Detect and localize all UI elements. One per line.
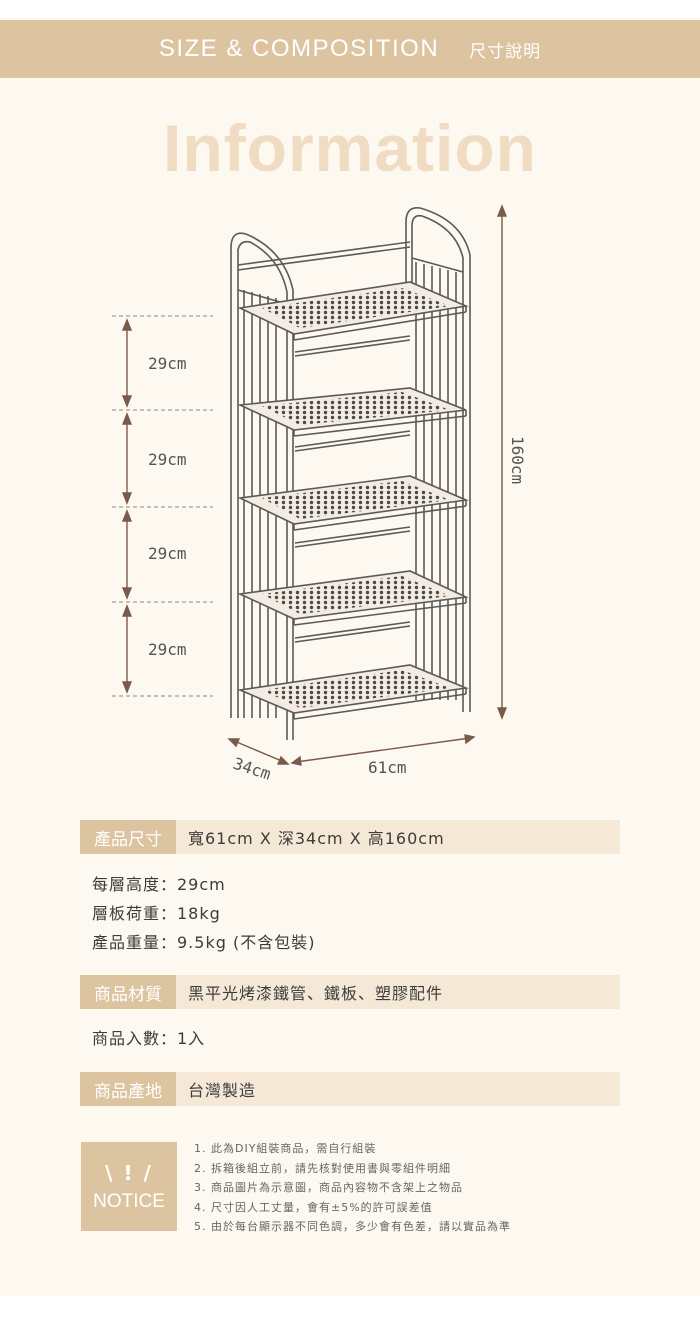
spec-origin-value: 台灣製造 xyxy=(176,1072,620,1106)
hero-title: Information xyxy=(163,111,537,185)
notice-item: 3. 商品圖片為示意圖，商品內容物不含架上之物品 xyxy=(194,1181,463,1194)
spec-quantity: 商品入數：1入 xyxy=(92,1029,206,1048)
spec-layer-height: 每層高度：29cm xyxy=(92,875,226,894)
tier-guide-lines xyxy=(112,315,213,697)
rack-dimension-diagram: 29cm 29cm 29cm 29cm 160cm 34cm 61cm xyxy=(112,204,527,784)
notice-badge: \ ! / NOTICE xyxy=(81,1142,177,1231)
base-arrows xyxy=(227,734,476,766)
tier-2-label: 29cm xyxy=(148,450,187,469)
rack-shelves xyxy=(237,281,470,720)
spec-material-row: 商品材質 黑平光烤漆鐵管、鐵板、塑膠配件 xyxy=(80,975,620,1009)
height-label: 160cm xyxy=(508,436,527,484)
tier-4-label: 29cm xyxy=(148,640,187,659)
bottom-white-band xyxy=(0,1296,700,1336)
spec-shelf-load: 層板荷重：18kg xyxy=(92,904,221,923)
section-header: SIZE & COMPOSITION 尺寸說明 xyxy=(0,20,700,78)
spec-weight: 產品重量：9.5kg (不含包裝) xyxy=(92,933,316,952)
warning-icon: \ ! / xyxy=(105,1160,153,1185)
notice-list: 1. 此為DIY組裝商品，需自行組裝 2. 拆箱後組立前，請先核對使用書與零組件… xyxy=(194,1139,511,1237)
spec-origin-row: 商品產地 台灣製造 xyxy=(80,1072,620,1106)
notice-item: 5. 由於每台顯示器不同色調，多少會有色差，請以實品為準 xyxy=(194,1220,511,1233)
depth-label: 34cm xyxy=(231,754,274,784)
top-white-band xyxy=(0,0,700,18)
spec-size-key: 產品尺寸 xyxy=(80,820,176,854)
header-title-en: SIZE & COMPOSITION xyxy=(158,35,440,62)
tier-1-label: 29cm xyxy=(148,354,187,373)
spec-material-key: 商品材質 xyxy=(80,975,176,1009)
notice-item: 1. 此為DIY組裝商品，需自行組裝 xyxy=(194,1142,377,1155)
tier-arrows xyxy=(121,318,133,694)
header-title-zh: 尺寸說明 xyxy=(469,41,542,62)
width-label: 61cm xyxy=(368,758,407,777)
rack-illustration xyxy=(230,206,471,740)
spec-origin-key: 商品產地 xyxy=(80,1072,176,1106)
height-arrow xyxy=(496,204,508,720)
spec-material-value: 黑平光烤漆鐵管、鐵板、塑膠配件 xyxy=(176,975,620,1009)
notice-label: NOTICE xyxy=(93,1190,165,1212)
tier-3-label: 29cm xyxy=(148,544,187,563)
spec-size-row: 產品尺寸 寬61cm X 深34cm X 高160cm xyxy=(80,820,620,854)
spec-size-value: 寬61cm X 深34cm X 高160cm xyxy=(176,820,620,854)
notice-item: 2. 拆箱後組立前，請先核對使用書與零組件明細 xyxy=(194,1161,451,1175)
notice-item: 4. 尺寸因人工丈量，會有±5%的許可誤差值 xyxy=(194,1200,433,1214)
